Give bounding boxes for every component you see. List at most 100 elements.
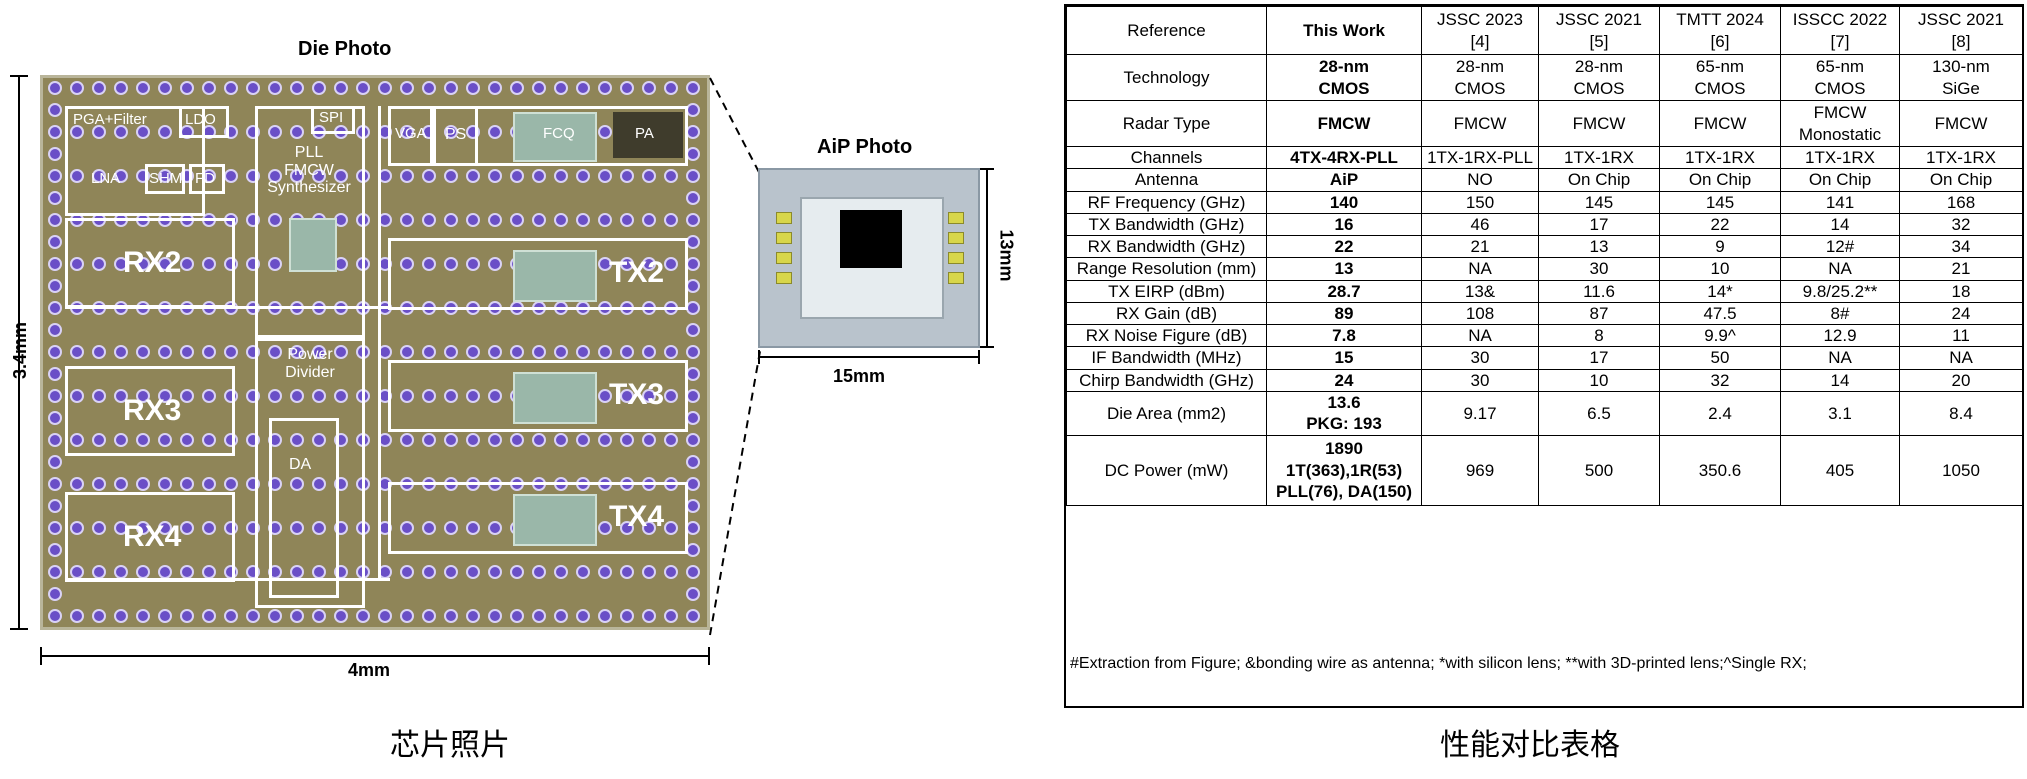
bond-pad [422, 433, 436, 447]
bond-pad [444, 389, 458, 403]
this-work-cell: 28.7 [1266, 279, 1422, 303]
bond-pad [400, 521, 414, 535]
bond-pad [532, 81, 546, 95]
bond-pad [686, 455, 700, 469]
bond-pad [158, 521, 172, 535]
table-cell: 130-nm SiGe [1899, 54, 2023, 101]
table-footnote: #Extraction from Figure; &bonding wire a… [1070, 655, 1807, 672]
row-parameter: TX Bandwidth (GHz) [1066, 212, 1267, 237]
table-cell: 17 [1538, 346, 1660, 370]
bond-pad [136, 345, 150, 359]
bond-pad [598, 213, 612, 227]
lna-label: LNA [91, 170, 121, 187]
bond-pad [620, 609, 634, 623]
this-work-cell: 13.6 PKG: 193 [1266, 390, 1422, 436]
bond-pad [268, 609, 282, 623]
bond-pad [466, 257, 480, 271]
bond-pad [532, 433, 546, 447]
table-cell: FMCW [1659, 100, 1781, 147]
bond-pad [290, 125, 304, 139]
bond-pad [202, 389, 216, 403]
bond-pad [48, 345, 62, 359]
table-cell: FMCW [1899, 100, 2023, 147]
bond-pad [158, 345, 172, 359]
bond-pad [224, 169, 238, 183]
bond-pad [290, 521, 304, 535]
bond-pad [444, 433, 458, 447]
bond-pad [510, 81, 524, 95]
bond-pad [620, 389, 634, 403]
bond-pad [202, 609, 216, 623]
row-parameter: RX Noise Figure (dB) [1066, 323, 1267, 348]
bond-pad [554, 433, 568, 447]
table-cell: 30 [1421, 346, 1539, 370]
bond-pad [466, 433, 480, 447]
da-block [269, 418, 339, 598]
pll-label: PLL FMCW Synthesizer [267, 144, 351, 197]
bond-pad [554, 213, 568, 227]
bond-pad [268, 213, 282, 227]
rx1-frontend-block [65, 106, 205, 216]
bond-pad [48, 169, 62, 183]
fd-block [189, 164, 225, 194]
shm-block [145, 164, 185, 194]
bond-pad [400, 389, 414, 403]
bond-pad [312, 169, 326, 183]
bond-pad [466, 389, 480, 403]
die-height-label: 3.4mm [10, 321, 31, 380]
table-cell: On Chip [1899, 168, 2023, 192]
bond-pad [180, 257, 194, 271]
bond-pad [92, 521, 106, 535]
bond-pad [378, 81, 392, 95]
bond-pad [312, 345, 326, 359]
table-cell: 10 [1538, 368, 1660, 392]
row-parameter: RF Frequency (GHz) [1066, 190, 1267, 214]
bond-pad [422, 521, 436, 535]
bond-pad [620, 345, 634, 359]
bond-pad [576, 433, 590, 447]
table-cell: 8# [1780, 301, 1900, 326]
bond-pad [466, 81, 480, 95]
table-row: DC Power (mW)1890 1T(363),1R(53) PLL(76)… [1066, 434, 2023, 506]
bond-pad [48, 125, 62, 139]
bond-pad [202, 521, 216, 535]
column-header: JSSC 2021 [8] [1899, 6, 2023, 55]
bond-pad [664, 565, 678, 579]
aip-pad [776, 232, 792, 244]
bond-pad [312, 81, 326, 95]
bond-pad [136, 433, 150, 447]
power-divider-label: Power Divider [285, 346, 335, 381]
bond-pad [686, 257, 700, 271]
bond-pad [664, 345, 678, 359]
bond-pad [136, 477, 150, 491]
table-cell: 9.8/25.2** [1780, 279, 1900, 303]
table-cell: 65-nm CMOS [1780, 54, 1900, 101]
bond-pad [356, 81, 370, 95]
bond-pad [400, 81, 414, 95]
aip-package-photo [758, 168, 980, 348]
bond-pad [686, 367, 700, 381]
bond-pad [444, 565, 458, 579]
dimension-tick [758, 350, 760, 364]
bond-pad [378, 609, 392, 623]
row-parameter: Technology [1066, 54, 1267, 101]
table-cell: 1TX-1RX-PLL [1421, 145, 1539, 170]
bond-pad [686, 345, 700, 359]
bond-pad [70, 169, 84, 183]
bond-pad [158, 433, 172, 447]
bond-pad [290, 477, 304, 491]
dimension-tick [708, 647, 710, 665]
bond-pad [180, 81, 194, 95]
tx2-art [513, 250, 597, 302]
bond-pad [180, 609, 194, 623]
bond-pad [686, 587, 700, 601]
bond-pad [92, 389, 106, 403]
bond-pad [488, 257, 502, 271]
bond-pad [620, 433, 634, 447]
table-cell: 14* [1659, 279, 1781, 303]
bond-pad [620, 257, 634, 271]
bond-pad [598, 125, 612, 139]
bond-pad [620, 521, 634, 535]
